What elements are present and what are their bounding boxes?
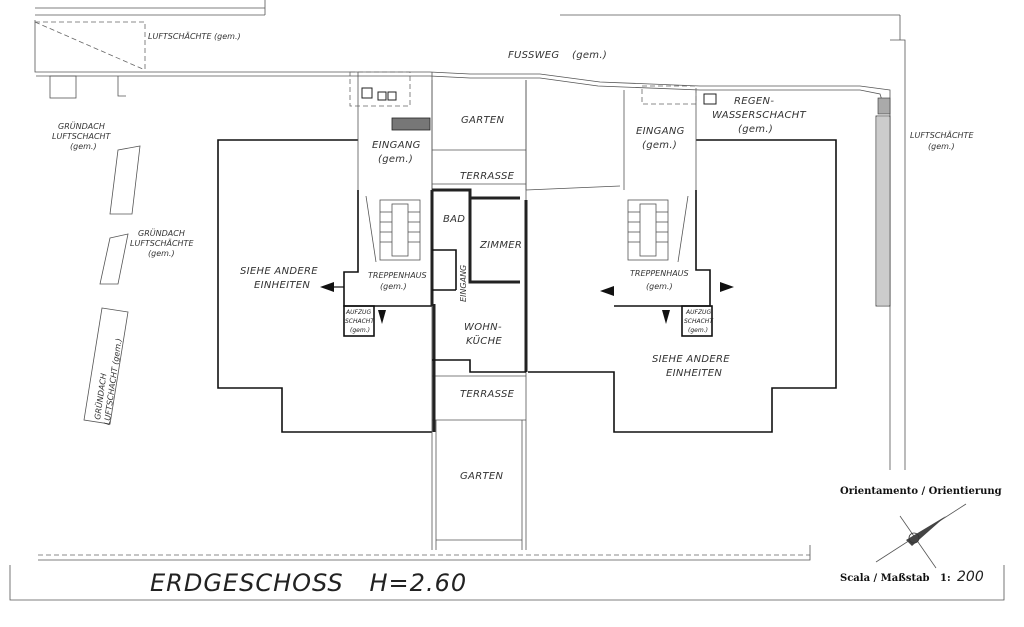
wohn-line1: WOHN- [464,322,502,333]
regen-line2: WASSERSCHACHT [712,110,807,121]
scale-label: Scala / Maßstab [840,573,930,584]
treppenhaus-left-gem-label: (gem.) [380,282,407,291]
regen-line3: (gem.) [738,124,773,135]
gruendach1-line2: LUFTSCHACHT [52,132,112,141]
fussweg-label: FUSSWEG [508,50,559,61]
aufzug-right-line2: SCHACHT [684,318,714,325]
luftschaechte-right-gem-label: (gem.) [928,142,955,151]
aufzug-left-line1: AUFZUG [345,309,371,316]
right-building [528,85,837,433]
gruendach2-line2: LUFTSCHÄCHTE [130,238,194,248]
gruendach1-line3: (gem.) [70,142,97,151]
eingang-left-label: EINGANG [372,140,421,151]
garten-top-label: GARTEN [461,115,504,126]
scale-value: 200 [957,569,984,585]
terrasse-bottom-label: TERRASSE [460,389,515,400]
gruendach3-label: GRÜNDACH LUFTSCHACHT (gem.) [92,338,123,426]
terrasse-top-label: TERRASSE [460,171,515,182]
central-unit [430,80,621,550]
eingang-mid-text: EINGANG [459,265,468,302]
north-arrow-icon [875,503,967,569]
drawing-title: ERDGESCHOSS H=2.60 [150,569,467,597]
siehe-right-line1: SIEHE ANDERE [652,354,730,365]
orientation-label: Orientamento / Orientierung [840,486,1002,497]
aufzug-right-line1: AUFZUG [685,309,711,316]
entrance-arrows [320,282,734,324]
siehe-right-line2: EINHEITEN [666,368,722,379]
bad-label: BAD [443,214,465,225]
luftschaechte-top-label: LUFTSCHÄCHTE (gem.) [148,31,241,41]
treppenhaus-left-label: TREPPENHAUS [368,271,427,280]
right-shaft-strip [875,97,891,307]
gruendach2-line3: (gem.) [148,249,175,258]
eingang-right-label: EINGANG [636,126,685,137]
eingang-left-gem-label: (gem.) [378,154,413,165]
aufzug-right-line3: (gem.) [688,327,708,334]
title-frame [9,565,1005,601]
aufzug-left-line2: SCHACHT [345,318,375,325]
gruendach2-line1: GRÜNDACH [138,228,185,238]
aufzug-left-line3: (gem.) [350,327,370,334]
garten-bottom-label: GARTEN [460,471,503,482]
site-boundary [34,0,906,561]
gruendach1-line1: GRÜNDACH [58,121,105,131]
fussweg-gem-label: (gem.) [572,50,607,61]
zimmer-label: ZIMMER [479,240,522,251]
treppenhaus-right-label: TREPPENHAUS [630,269,689,278]
treppenhaus-right-gem-label: (gem.) [646,282,673,291]
left-building [217,71,433,433]
scale-prefix: 1: [940,573,951,584]
luftschaechte-right-label: LUFTSCHÄCHTE [910,130,974,140]
regen-line1: REGEN- [734,96,774,107]
siehe-left-line2: EINHEITEN [254,280,310,291]
wohn-line2: KÜCHE [466,334,502,347]
eingang-right-gem-label: (gem.) [642,140,677,151]
siehe-left-line1: SIEHE ANDERE [240,266,318,277]
eingang-mid-label: EINGANG [459,265,468,302]
left-shafts [49,75,141,425]
